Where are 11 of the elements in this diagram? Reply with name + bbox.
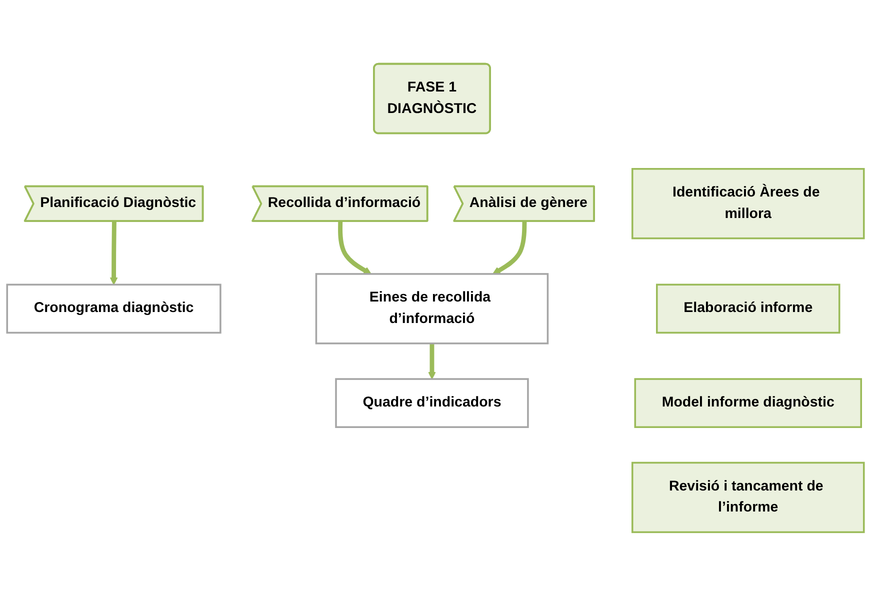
- node-box: Cronograma diagnòstic: [6, 284, 222, 334]
- node-box: Elaboració informe: [656, 284, 840, 334]
- arrow: [492, 221, 527, 274]
- node-box: Model informe diagnòstic: [634, 378, 862, 428]
- node-box: Quadre d’indicadors: [335, 378, 529, 428]
- arrow: [428, 343, 436, 380]
- arrow: [110, 221, 118, 285]
- node-box: Identificació Àrees de millora: [631, 168, 865, 240]
- node-box: Revisió i tancament de l’informe: [631, 462, 865, 534]
- arrow: [338, 221, 372, 274]
- node-box: Eines de recollida d’informació: [315, 273, 549, 344]
